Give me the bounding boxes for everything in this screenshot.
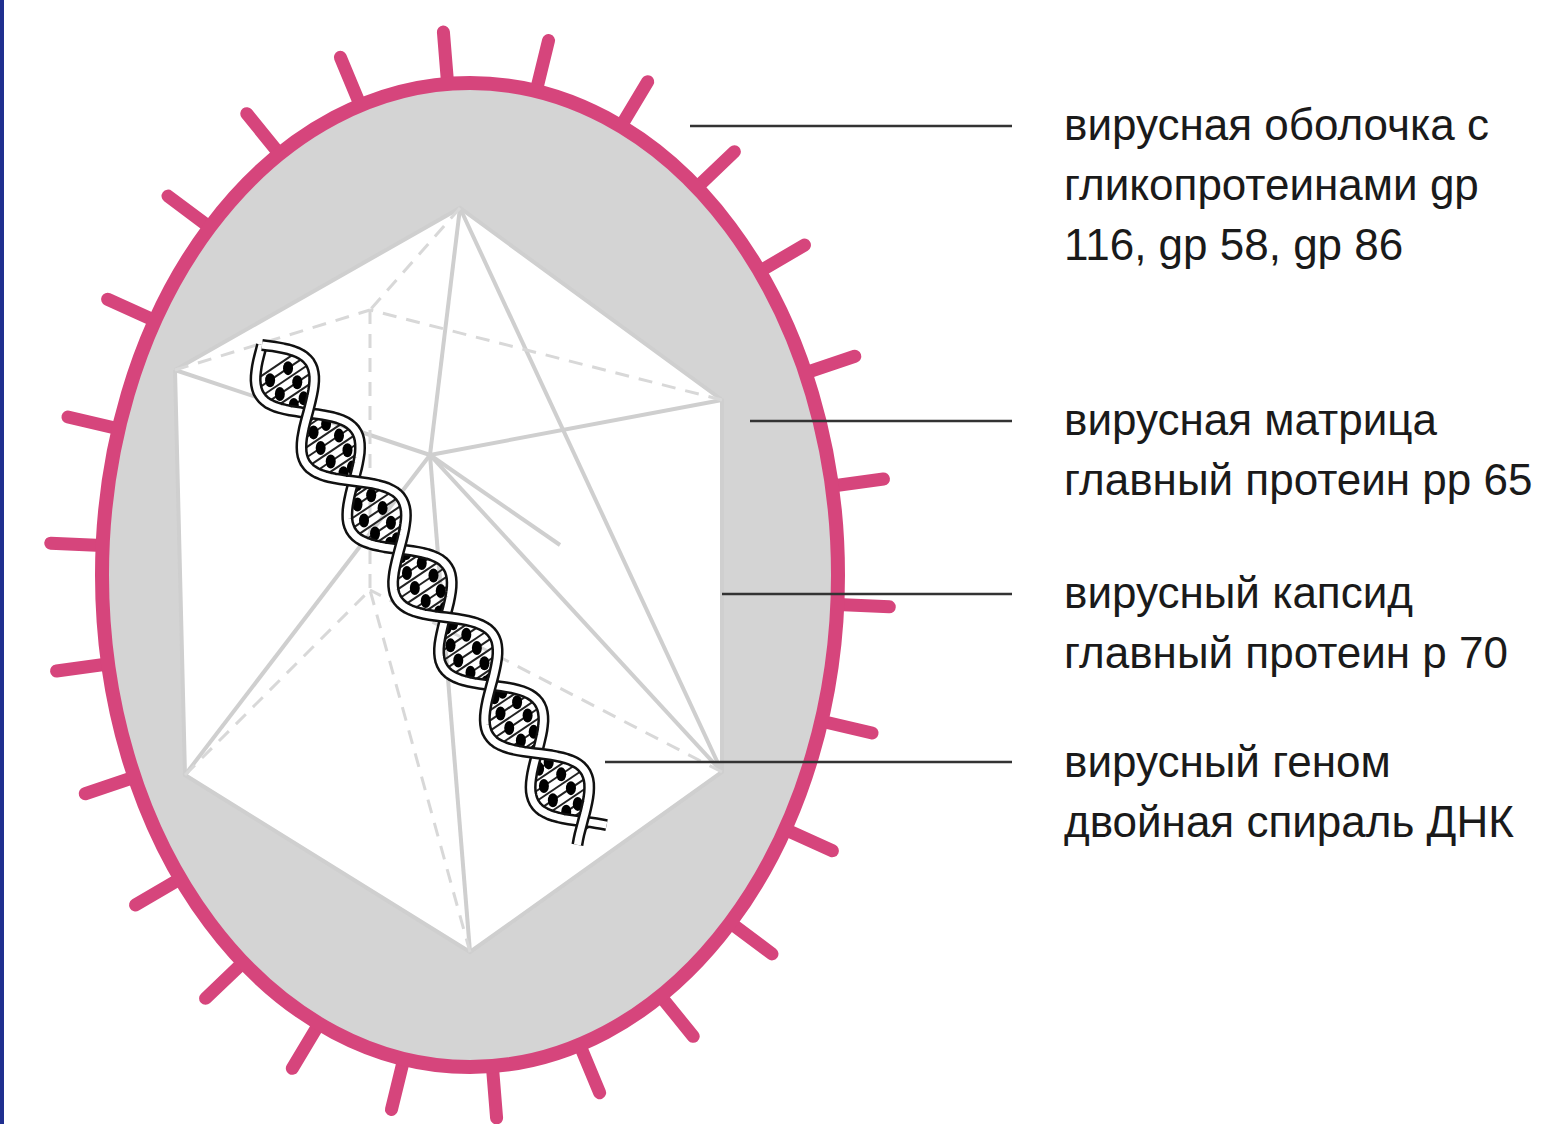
base-dot [523,709,533,723]
base-dot [421,594,431,608]
base-dot [292,375,302,389]
base-dot [566,781,576,795]
base-dot [479,656,489,670]
part-label: вирусный геном двойная спираль ДНК [1064,732,1535,852]
base-dot [436,584,446,598]
base-dot [461,628,471,642]
glycoprotein-spikes [51,32,890,1118]
base-pair [445,636,495,669]
base-dot [512,695,522,709]
base-pair [441,630,489,663]
base-dot [342,443,352,457]
base-dot [556,767,566,781]
part-label: вирусный капсид главный протеин p 70 [1064,563,1535,683]
strand [262,345,589,845]
page-border [0,0,4,1124]
base-dot [446,638,456,652]
base-dot [504,721,514,735]
base-pair [356,504,405,537]
base-dot [453,654,463,668]
capsid [175,208,722,952]
base-pair [397,566,447,600]
dna-helix [256,345,607,845]
base-dot [548,793,558,807]
base-dot [283,361,293,375]
base-dot [316,441,326,455]
base-dot [386,516,396,530]
capsid-hidden-edges [175,208,722,952]
base-dot [359,514,369,528]
base-dot [472,641,482,655]
base-pair [350,496,400,529]
base-dot [539,779,549,793]
base-dot [428,568,438,582]
viral-envelope [102,83,838,1067]
base-pair [492,706,541,739]
base-dot [265,373,275,387]
base-dot [334,429,344,443]
leader-lines [605,126,1012,762]
base-dot [410,581,420,595]
part-label: вирусная матрица главный протеин pp 65 [1064,390,1535,510]
capsid-edges [175,208,722,952]
base-dot [326,455,336,469]
part-label: вирусная оболочка с гликопротеинами gp 1… [1064,95,1535,275]
base-dot [496,706,506,720]
base-dot [402,566,412,580]
base-dot [378,501,388,515]
strand-outline [262,345,589,845]
base-pair [304,427,353,460]
base-dot [275,387,285,401]
